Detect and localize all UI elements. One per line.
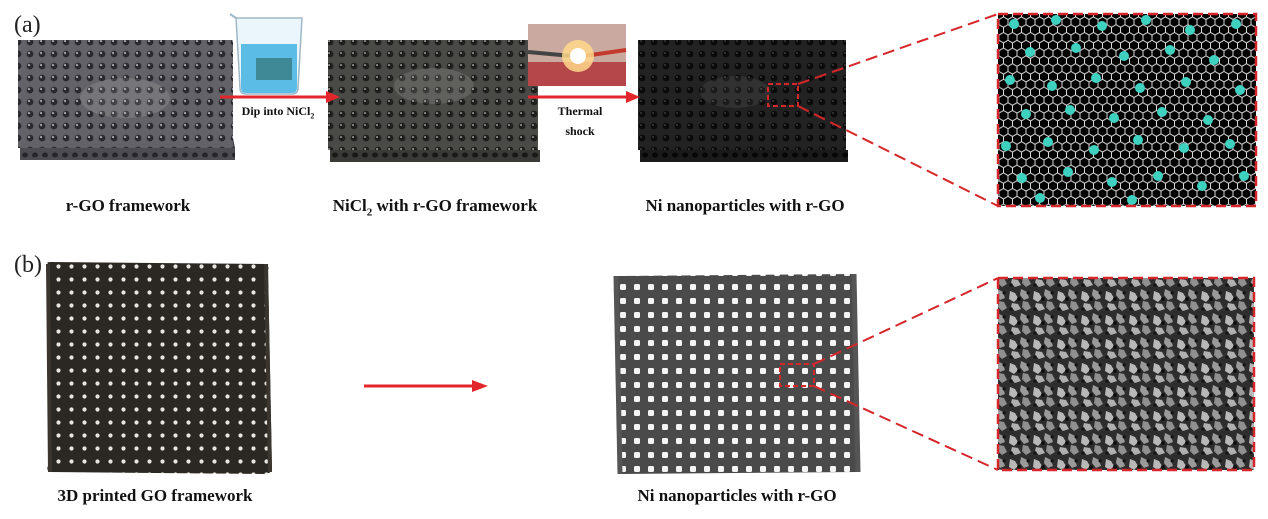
arrow-row-b bbox=[364, 380, 488, 392]
caption-nicl2-framework: NiCl2 with r-GO framework bbox=[332, 196, 538, 219]
caption-ni-nanoparticles-b: Ni nanoparticles with r-GO bbox=[637, 486, 837, 505]
beaker-icon bbox=[229, 13, 303, 95]
nicl2-framework-model bbox=[328, 40, 540, 162]
panel-label-b: (b) bbox=[14, 252, 42, 278]
panel-label-a: (a) bbox=[14, 12, 41, 38]
caption-rgo-framework: r-GO framework bbox=[65, 196, 191, 215]
rgo-framework-model bbox=[18, 40, 235, 160]
arrow-thermal-shock bbox=[528, 91, 640, 103]
step-thermal-label: Thermal shock bbox=[557, 104, 603, 138]
zoom-region-a bbox=[767, 83, 799, 107]
nanoparticle-inset bbox=[996, 12, 1258, 208]
zoom-line-b-top bbox=[813, 277, 999, 365]
go-framework-photo bbox=[46, 262, 273, 474]
zoom-region-b bbox=[779, 363, 815, 387]
step-dip-label: Dip into NiCl2 bbox=[241, 104, 315, 121]
thermal-shock-icon bbox=[527, 24, 627, 86]
ni-framework-photo bbox=[613, 273, 861, 475]
ni-nanoparticle-framework-model bbox=[638, 40, 848, 162]
caption-3d-printed-go: 3D printed GO framework bbox=[57, 486, 253, 505]
arrow-dip bbox=[220, 91, 340, 103]
zoom-line-b-bottom bbox=[813, 385, 999, 471]
sem-micrograph-inset bbox=[996, 276, 1256, 472]
zoom-line-a-bottom bbox=[797, 105, 999, 207]
caption-ni-nanoparticles-a: Ni nanoparticles with r-GO bbox=[645, 196, 845, 215]
